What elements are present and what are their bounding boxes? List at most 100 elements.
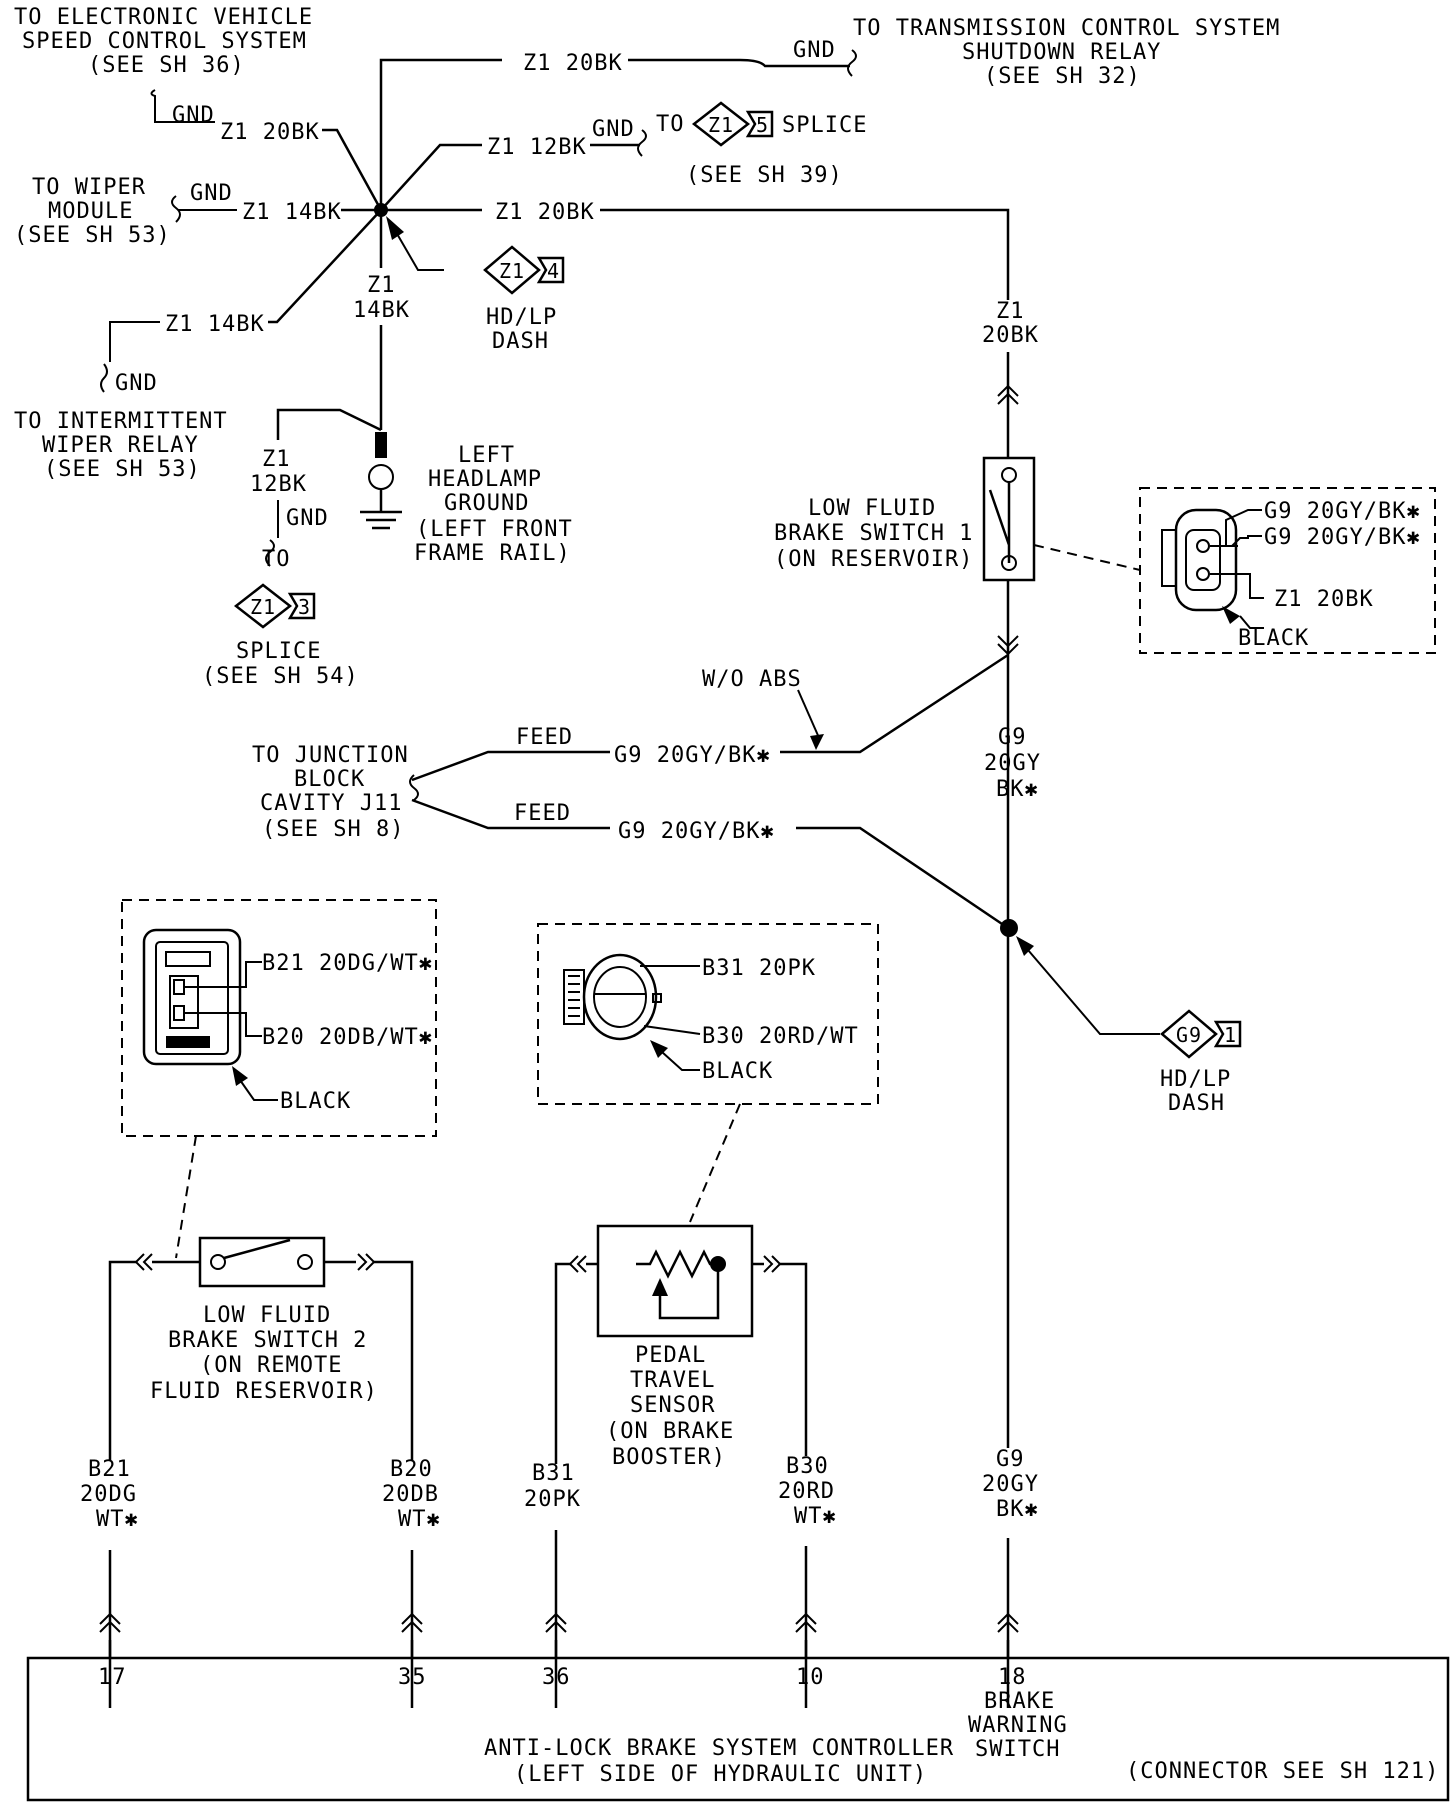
label-wiper-module: TO WIPER MODULE (SEE SH 53) (14, 175, 171, 248)
wire-z1-14bk-ll: Z1 14BK (165, 312, 265, 337)
svg-text:Z1: Z1 (499, 259, 525, 283)
svg-text:FRAME RAIL): FRAME RAIL) (414, 541, 571, 566)
pedal-travel-sensor (596, 1224, 754, 1338)
svg-text:(LEFT FRONT: (LEFT FRONT (416, 517, 573, 542)
svg-text:20BK: 20BK (982, 323, 1039, 348)
svg-text:TO WIPER: TO WIPER (32, 175, 146, 200)
svg-text:TO ELECTRONIC VEHICLE: TO ELECTRONIC VEHICLE (14, 5, 313, 30)
splice-3: Z1 3 SPLICE (SEE SH 54) (202, 583, 359, 689)
svg-text:WT✱: WT✱ (794, 1504, 837, 1529)
svg-text:12BK: 12BK (250, 472, 307, 497)
wire-z1-14bk-left: Z1 14BK (242, 200, 342, 225)
controller-title: ANTI-LOCK BRAKE SYSTEM CONTROLLER (484, 1736, 954, 1761)
svg-text:G9: G9 (998, 725, 1027, 750)
svg-text:Z1: Z1 (262, 447, 291, 472)
svg-text:LEFT: LEFT (458, 443, 515, 468)
connector-switch2: B21 20DG/WT✱ B20 20DB/WT✱ BLACK (121, 899, 437, 1137)
hdlp-dash-top: Z1 4 HD/LP DASH (483, 245, 565, 354)
svg-text:20RD: 20RD (778, 1479, 835, 1504)
controller-connectors (99, 1612, 1019, 1633)
svg-text:SWITCH: SWITCH (975, 1737, 1060, 1762)
low-fluid-switch-2 (198, 1236, 326, 1288)
svg-text:WARNING: WARNING (968, 1713, 1068, 1738)
svg-text:5: 5 (756, 113, 769, 137)
wire-g9-label-lower: G9 20GY BK✱ (972, 1447, 1048, 1538)
wire-z1-20bk-top: Z1 20BK (523, 51, 623, 76)
pin-36: 36 (542, 1665, 571, 1690)
svg-text:TO: TO (656, 112, 685, 137)
svg-text:B20: B20 (390, 1457, 433, 1482)
svg-text:1: 1 (1224, 1023, 1237, 1047)
wire-z1-12bk: Z1 12BK (487, 135, 587, 160)
gnd-label-evs: GND (172, 103, 215, 128)
splice-5: TO Z1 5 SPLICE (SEE SH 39) (656, 101, 867, 188)
svg-text:G9: G9 (996, 1447, 1025, 1472)
svg-text:LOW FLUID: LOW FLUID (203, 1303, 331, 1328)
svg-text:20GY: 20GY (982, 1472, 1039, 1497)
svg-text:(SEE SH 53): (SEE SH 53) (14, 223, 171, 248)
conn-pedal-pin1: B31 20PK (702, 956, 816, 981)
svg-text:20DG: 20DG (80, 1482, 137, 1507)
svg-text:SPLICE: SPLICE (782, 113, 867, 138)
svg-text:BK✱: BK✱ (996, 777, 1039, 802)
hdlp-dash-bottom: G9 1 HD/LP DASH (1016, 936, 1242, 1116)
svg-text:LOW FLUID: LOW FLUID (808, 496, 936, 521)
svg-text:B30: B30 (786, 1454, 829, 1479)
conn-pedal-color: BLACK (702, 1059, 773, 1084)
ground-ring (368, 464, 394, 490)
gnd-label-splice3: GND (286, 506, 329, 531)
conn1-color: BLACK (1238, 626, 1309, 651)
svg-text:BK✱: BK✱ (996, 1497, 1039, 1522)
svg-text:TO TRANSMISSION CONTROL SYSTEM: TO TRANSMISSION CONTROL SYSTEM (853, 16, 1280, 41)
g9-label-upper: G9 20GY BK✱ (984, 725, 1040, 802)
svg-text:WT✱: WT✱ (398, 1507, 441, 1532)
conn1-pin2: G9 20GY/BK✱ (1264, 525, 1421, 550)
wire-z1-20bk-right: Z1 20BK (495, 200, 595, 225)
svg-text:(SEE SH 54): (SEE SH 54) (202, 664, 359, 689)
connector-pedal: B31 20PK B30 20RD/WT BLACK (537, 923, 879, 1105)
label-intermittent-relay: TO INTERMITTENT WIPER RELAY (SEE SH 53) (14, 409, 228, 482)
g9-splice-node (1000, 919, 1018, 937)
gnd-label-splice5: GND (592, 117, 635, 142)
conn2-pin1: B21 20DG/WT✱ (262, 951, 433, 976)
label-ground: LEFT HEADLAMP GROUND (LEFT FRONT FRAME R… (414, 443, 573, 566)
abs-controller: 17 35 36 10 18 BRAKE WARNING SWITCH ANTI… (26, 1656, 1450, 1802)
ground-branch: Z1 12BK GND TO (250, 408, 402, 572)
feed-wiring: W/O ABS FEED G9 20GY/BK✱ FEED G9 20GY/BK… (409, 653, 1009, 930)
wire-z1-vertical: Z1 (367, 273, 396, 298)
svg-text:HEADLAMP: HEADLAMP (428, 467, 542, 492)
wire-g9-feed-2: G9 20GY/BK✱ (618, 819, 775, 844)
switch2-wiring (108, 1236, 414, 1708)
svg-text:BRAKE: BRAKE (984, 1689, 1055, 1714)
svg-text:4: 4 (547, 259, 560, 283)
svg-text:TO INTERMITTENT: TO INTERMITTENT (14, 409, 228, 434)
conn2-color: BLACK (280, 1089, 351, 1114)
svg-text:SPLICE: SPLICE (236, 639, 321, 664)
svg-text:(ON REMOTE: (ON REMOTE (200, 1353, 342, 1378)
conn1-pin1: G9 20GY/BK✱ (1264, 499, 1421, 524)
feed-label-1: FEED (516, 725, 573, 750)
connector-note: (CONNECTOR SEE SH 121) (1126, 1759, 1439, 1784)
label-electronic-vehicle: TO ELECTRONIC VEHICLE SPEED CONTROL SYST… (14, 5, 313, 78)
svg-text:20PK: 20PK (524, 1487, 581, 1512)
svg-text:BLOCK: BLOCK (294, 767, 365, 792)
ground-splice-node (374, 203, 388, 217)
label-switch2: LOW FLUID BRAKE SWITCH 2 (ON REMOTE FLUI… (150, 1303, 377, 1404)
svg-text:TRAVEL: TRAVEL (630, 1368, 715, 1393)
svg-text:DASH: DASH (492, 329, 549, 354)
wire-b20-label: B20 20DB WT✱ (376, 1457, 448, 1550)
label-transmission: TO TRANSMISSION CONTROL SYSTEM SHUTDOWN … (853, 16, 1280, 89)
label-junction-block: TO JUNCTION BLOCK CAVITY J11 (SEE SH 8) (252, 743, 408, 842)
gnd-label-relay: GND (115, 371, 158, 396)
svg-text:3: 3 (298, 595, 311, 619)
wire-b30-label: B30 20RD WT✱ (772, 1454, 856, 1546)
label-switch1: LOW FLUID BRAKE SWITCH 1 (ON RESERVOIR) (774, 496, 972, 572)
svg-text:Z1: Z1 (996, 299, 1025, 324)
svg-text:20DB: 20DB (382, 1482, 439, 1507)
wire-z1-20bk-ul: Z1 20BK (220, 120, 320, 145)
svg-text:WT✱: WT✱ (96, 1507, 139, 1532)
svg-text:Z1: Z1 (250, 595, 276, 619)
conn-pedal-pin2: B30 20RD/WT (702, 1024, 859, 1049)
pin-17: 17 (98, 1665, 127, 1690)
